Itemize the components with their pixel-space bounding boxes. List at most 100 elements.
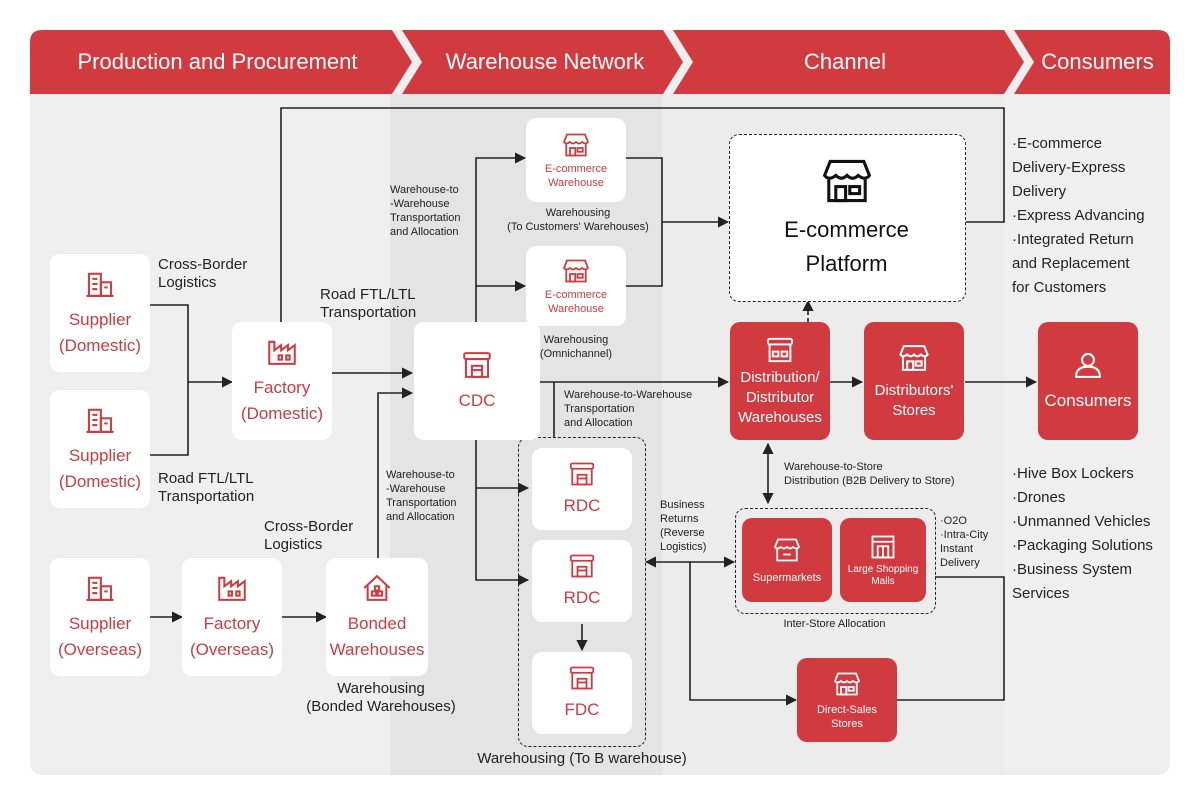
factory-icon — [218, 576, 246, 601]
service-item: for Customers — [1012, 279, 1107, 296]
distributors-stores-label: Stores — [892, 402, 936, 419]
rdc-node-2[interactable]: RDC — [532, 540, 632, 622]
ecom-warehouse-1[interactable]: E-commerce Warehouse — [526, 118, 626, 202]
factory-domestic[interactable]: Factory (Domestic) — [232, 322, 332, 440]
warehouse-icon — [569, 462, 595, 486]
ecom-platform-title: E-commerce — [784, 217, 909, 242]
distribution-warehouses[interactable]: Distribution/ Distributor Warehouses — [730, 322, 830, 440]
ecom-warehouse-sublabel: Warehouse — [548, 177, 604, 189]
fdc-label: FDC — [564, 700, 600, 719]
service-item: ·Packaging Solutions — [1012, 537, 1153, 554]
cdc-label: CDC — [458, 391, 496, 410]
consumers-node[interactable]: Consumers — [1038, 322, 1138, 440]
ecom-warehouse-sublabel: Warehouse — [548, 303, 604, 315]
stage-title-channel: Channel — [804, 49, 886, 74]
factory-label: Factory — [203, 614, 261, 633]
person-icon — [1075, 352, 1101, 378]
label-wh-to-customers: Warehousing(To Customers' Warehouses) — [507, 207, 649, 233]
stage-chevron-3 — [673, 30, 1024, 94]
ecom-warehouse-label: E-commerce — [544, 289, 608, 301]
supermarkets-node[interactable]: Supermarkets — [742, 518, 832, 602]
service-item: ·Integrated Return — [1012, 231, 1134, 248]
bonded-sublabel: Warehouses — [329, 640, 425, 659]
supplier-label: Supplier — [68, 310, 132, 329]
ecom-platform-subtitle: Platform — [805, 251, 888, 276]
distribution-label: Distributor — [745, 389, 815, 406]
warehouse-icon — [569, 666, 595, 690]
supplier-domestic-2[interactable]: Supplier (Domestic) — [50, 390, 150, 508]
distribution-label: Warehouses — [738, 409, 822, 426]
service-item: ·Express Advancing — [1012, 207, 1145, 224]
service-item: Delivery — [1012, 183, 1067, 200]
label-inter-store: Inter-Store Allocation — [783, 618, 886, 630]
supplier-domestic-1[interactable]: Supplier (Domestic) — [50, 254, 150, 372]
supplier-sublabel: (Domestic) — [58, 472, 142, 491]
distributors-stores-label: Distributors' — [874, 382, 954, 399]
service-item: ·Business System — [1012, 561, 1133, 578]
services-bottom-list: ·Hive Box Lockers ·Drones ·Unmanned Vehi… — [1012, 462, 1153, 606]
distributors-stores[interactable]: Distributors' Stores — [864, 322, 964, 440]
direct-sales-label: Stores — [831, 718, 863, 730]
storefront-icon — [822, 159, 871, 203]
rdc-label: RDC — [563, 588, 601, 607]
supplier-label: Supplier — [68, 446, 132, 465]
stage-chevron-1 — [30, 30, 412, 94]
factory-label: Factory — [253, 378, 311, 397]
stage-title-warehouse: Warehouse Network — [445, 49, 645, 74]
building-icon — [86, 408, 114, 433]
service-item: Services — [1012, 585, 1070, 602]
ecom-warehouse-label: E-commerce — [544, 163, 608, 175]
warehouse-house-icon — [363, 574, 391, 601]
supermarket-icon — [773, 538, 801, 562]
bonded-warehouses[interactable]: Bonded Warehouses — [326, 558, 428, 676]
stage-title-production: Production and Procurement — [77, 49, 358, 74]
label-wh-to-b: Warehousing (To B warehouse) — [477, 750, 687, 767]
service-item: ·Drones — [1012, 489, 1066, 506]
service-item: ·Hive Box Lockers — [1012, 465, 1134, 482]
supplier-sublabel: (Domestic) — [58, 336, 142, 355]
supplier-label: Supplier — [68, 614, 132, 633]
stage-chevron-2 — [402, 30, 683, 94]
factory-icon — [268, 340, 296, 365]
factory-sublabel: (Overseas) — [189, 640, 275, 659]
malls-node[interactable]: Large Shopping Malls — [840, 518, 926, 602]
direct-sales-label: Direct-Sales — [817, 704, 877, 716]
service-item: ·Unmanned Vehicles — [1012, 513, 1151, 530]
storefront-icon — [899, 345, 929, 371]
supplier-sublabel: (Overseas) — [57, 640, 143, 659]
mall-icon — [871, 535, 895, 559]
storefront-icon — [562, 133, 590, 157]
bonded-label: Bonded — [347, 614, 407, 633]
ecom-warehouse-2[interactable]: E-commerce Warehouse — [526, 246, 626, 326]
malls-label: Large Shopping — [847, 564, 919, 575]
stage-header — [30, 30, 1170, 94]
direct-sales-stores[interactable]: Direct-Sales Stores — [797, 658, 897, 742]
stage-chevron-4 — [1014, 30, 1170, 94]
fdc-node[interactable]: FDC — [532, 652, 632, 734]
inter-store-group — [735, 508, 936, 614]
factory-sublabel: (Domestic) — [240, 404, 324, 423]
storefront-icon — [833, 672, 861, 696]
services-top-list: ·E-commerce Delivery-Express Delivery ·E… — [1012, 132, 1145, 300]
label-wh-omnichannel: Warehousing(Omnichannel) — [539, 334, 613, 360]
rdc-node-1[interactable]: RDC — [532, 448, 632, 530]
ecom-platform[interactable]: E-commerce Platform — [731, 136, 962, 298]
cdc-node[interactable]: CDC — [414, 322, 540, 440]
label-wh-bonded: Warehousing(Bonded Warehouses) — [306, 680, 456, 715]
factory-overseas[interactable]: Factory (Overseas) — [182, 558, 282, 676]
service-item: Delivery-Express — [1012, 159, 1126, 176]
supermarkets-label: Supermarkets — [752, 572, 822, 584]
supplier-overseas[interactable]: Supplier (Overseas) — [50, 558, 150, 676]
distribution-icon — [767, 337, 793, 363]
